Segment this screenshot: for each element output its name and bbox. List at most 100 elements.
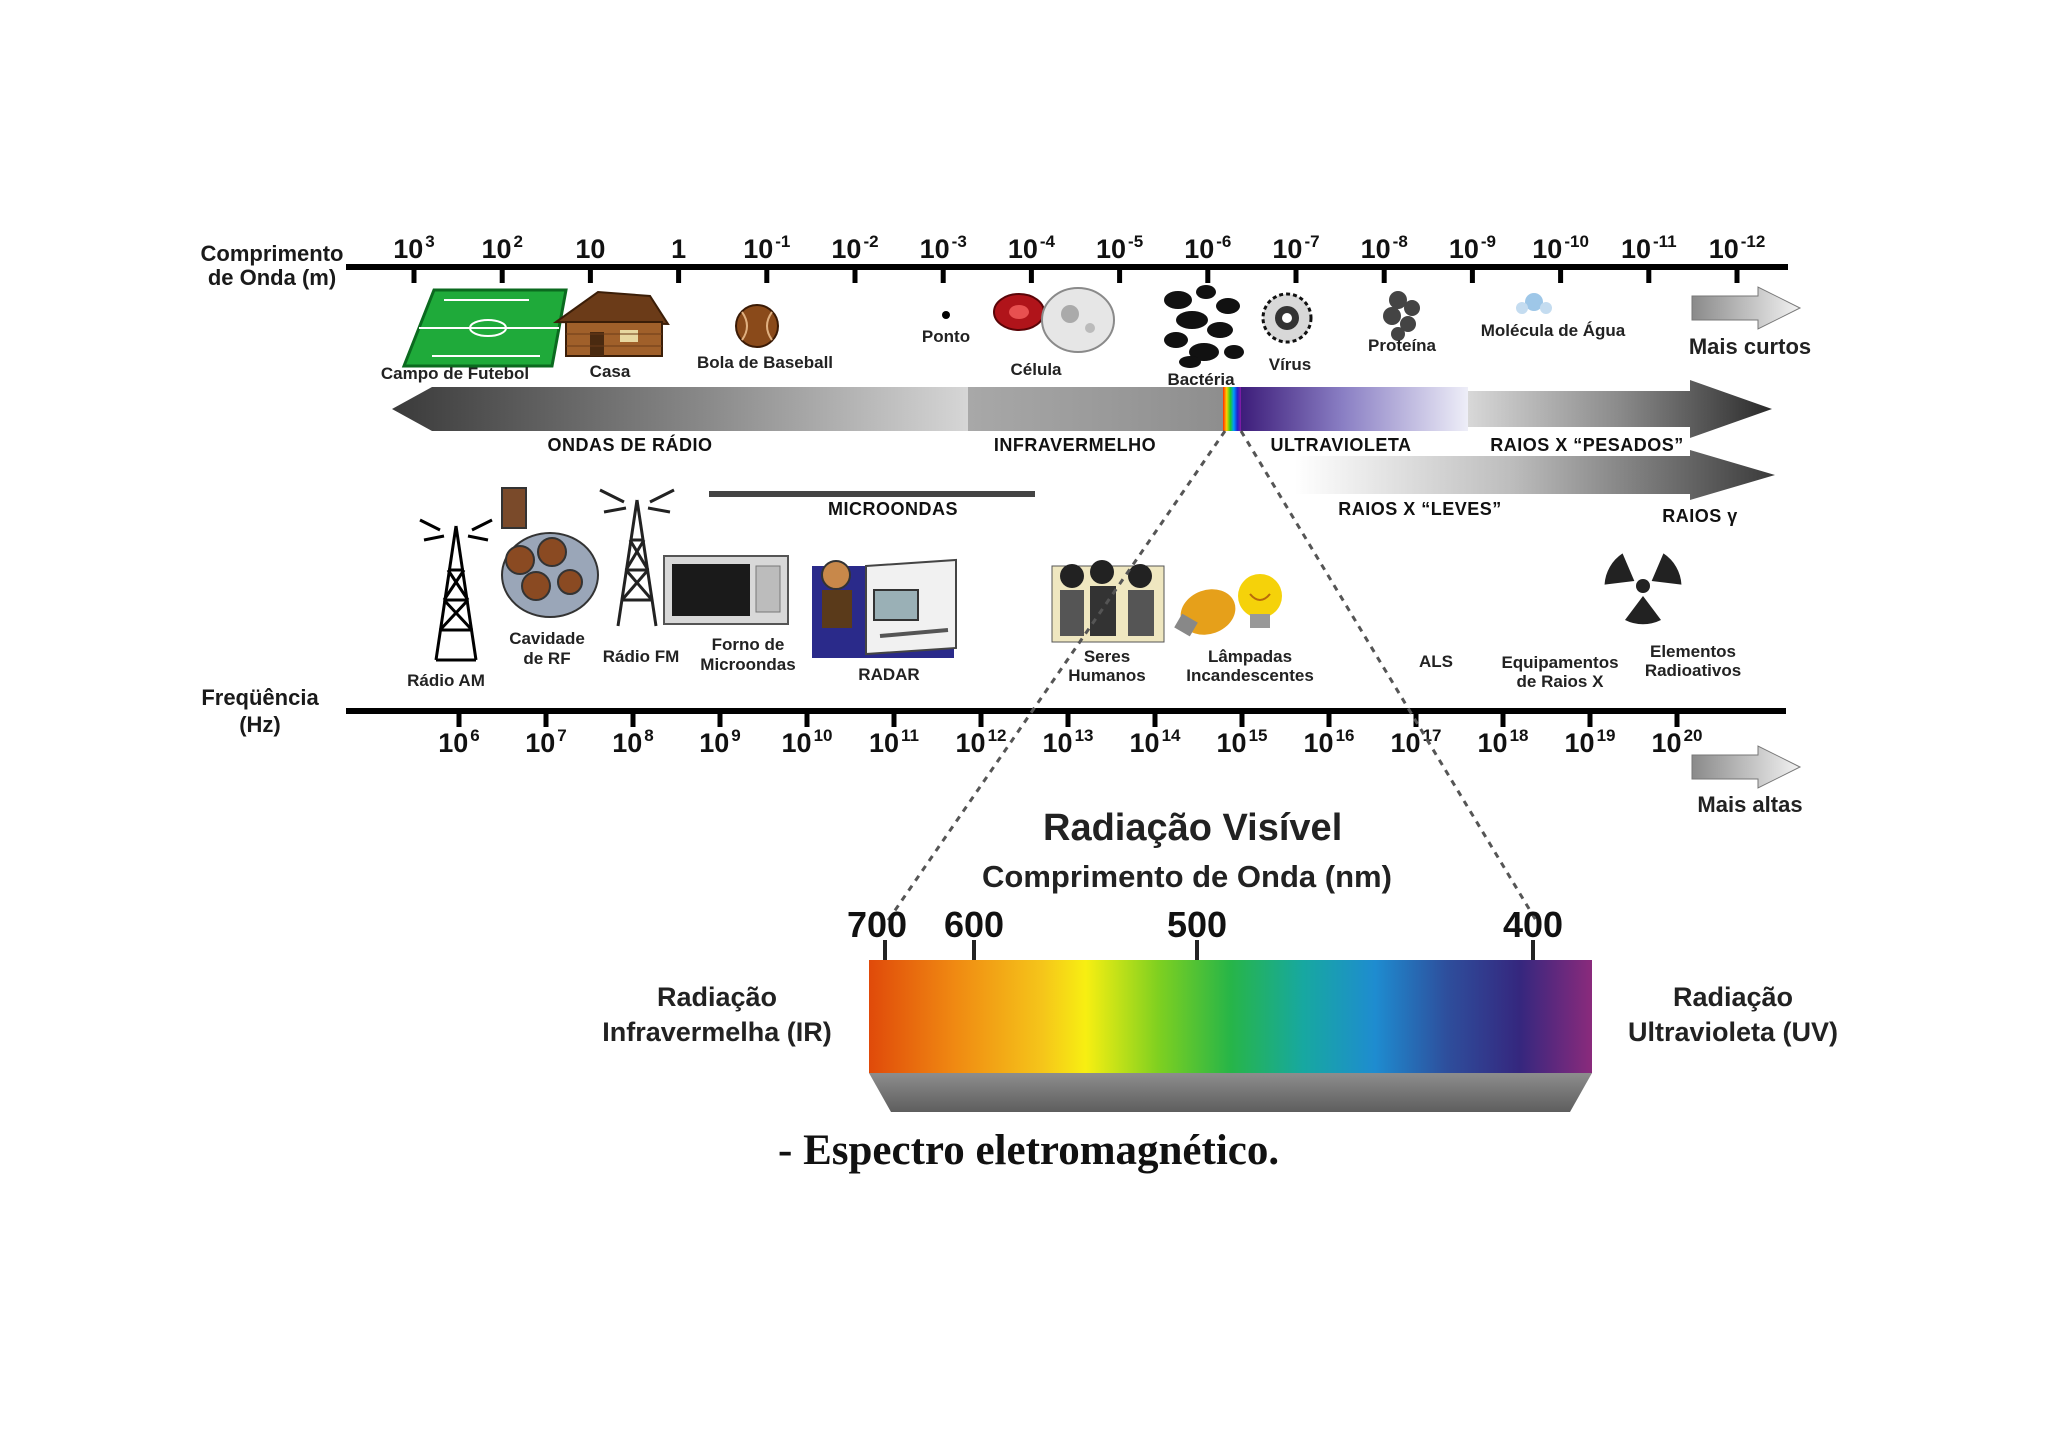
higher-arrow-label: Mais altas — [1697, 792, 1802, 817]
xray-equipment-label-2: de Raios X — [1517, 672, 1605, 691]
microwave-oven-icon — [663, 555, 789, 625]
wavelength-tick-label: 10-5 — [1096, 232, 1143, 264]
rf-cavity-label-1: Cavidade — [509, 629, 585, 648]
fm-tower-icon — [599, 488, 675, 627]
baseball-icon — [735, 304, 779, 348]
visible-subtitle: Comprimento de Onda (nm) — [982, 859, 1392, 894]
radio-band-label: ONDAS DE RÁDIO — [547, 434, 712, 455]
wavelength-tick-label: 10-7 — [1272, 232, 1319, 264]
gamma-band-label: RAIOS γ — [1662, 506, 1738, 526]
hard-xray-band-label: RAIOS X “PESADOS” — [1490, 435, 1684, 455]
bacteria-icon — [1164, 285, 1244, 368]
higher-arrow-icon — [1691, 745, 1802, 789]
wavelength-axis-unit: de Onda (m) — [208, 265, 336, 290]
radar-label: RADAR — [858, 665, 919, 684]
wavelength-tick-label: 10 — [575, 234, 605, 264]
soft-xray-band-label: RAIOS X “LEVES” — [1338, 499, 1502, 519]
soccer-field-label: Campo de Futebol — [381, 364, 529, 383]
soft-xray-band — [1295, 450, 1775, 500]
shorter-arrow: Mais curtos — [1689, 286, 1811, 359]
lamps-label-2: Incandescentes — [1186, 666, 1314, 685]
house-label: Casa — [590, 362, 631, 381]
radio-fm-label: Rádio FM — [603, 647, 680, 666]
protein-label: Proteína — [1368, 336, 1437, 355]
bacteria-label: Bactéria — [1167, 370, 1235, 389]
frequency-axis-title: Freqüência — [201, 685, 319, 710]
hard-xray-band — [1468, 380, 1772, 438]
radiation-icon — [1604, 553, 1682, 625]
water-molecule-label: Molécula de Água — [1481, 321, 1626, 340]
ir-label-1: Radiação — [657, 982, 777, 1012]
microwave-oven-label-2: Microondas — [700, 655, 795, 674]
visible-bar-shadow — [869, 1073, 1592, 1112]
sources: Rádio AM Cavidade de RF Rádio FM — [407, 487, 1741, 691]
light-bulb-icon — [1174, 574, 1282, 637]
dot-label: Ponto — [922, 327, 970, 346]
virus-label: Vírus — [1269, 355, 1312, 374]
dot-icon — [942, 311, 950, 319]
radioactive-label-1: Elementos — [1650, 642, 1736, 661]
visible-band — [1223, 387, 1241, 431]
wavelength-tick-label: 10-1 — [743, 232, 790, 264]
visible-tick-600: 600 — [944, 904, 1004, 945]
cell-label: Célula — [1010, 360, 1062, 379]
visible-gradient-bar — [869, 960, 1592, 1073]
people-icon — [1051, 560, 1165, 643]
virus-icon — [1261, 292, 1313, 344]
wavelength-axis-title: Comprimento — [201, 241, 344, 266]
wavelength-tick-label: 10-11 — [1621, 232, 1677, 264]
ultraviolet-band-label: ULTRAVIOLETA — [1271, 435, 1412, 455]
water-molecule-icon — [1516, 293, 1552, 314]
wavelength-tick-label: 10-10 — [1532, 232, 1589, 264]
higher-arrow: Mais altas — [1691, 745, 1803, 817]
uv-label-1: Radiação — [1673, 982, 1793, 1012]
microwave-oven-label-1: Forno de — [712, 635, 785, 654]
baseball-label: Bola de Baseball — [697, 353, 833, 372]
visible-tick-700: 700 — [847, 904, 907, 945]
humans-label-2: Humanos — [1068, 666, 1145, 685]
radio-band — [392, 387, 968, 431]
uv-label-2: Ultravioleta (UV) — [1628, 1017, 1838, 1047]
wavelength-tick-label: 10-12 — [1709, 232, 1766, 264]
wavelength-tick-label: 1 — [671, 234, 686, 264]
size-objects: Campo de Futebol Casa Bola de Baseball P… — [381, 285, 1626, 389]
wavelength-tick-label: 10-2 — [831, 232, 878, 264]
radio-tower-icon — [419, 518, 493, 662]
wavelength-tick-label: 10-3 — [920, 232, 967, 264]
als-label: ALS — [1419, 652, 1453, 671]
shorter-arrow-label: Mais curtos — [1689, 334, 1811, 359]
visible-spectrum: Radiação Visível Comprimento de Onda (nm… — [602, 807, 1838, 1112]
infrared-band-label: INFRAVERMELHO — [994, 435, 1156, 455]
xray-equipment-label-1: Equipamentos — [1501, 653, 1618, 672]
lamps-label-1: Lâmpadas — [1208, 647, 1292, 666]
zoom-line-left — [885, 430, 1227, 923]
wavelength-tick-label: 10-4 — [1008, 232, 1056, 264]
figure-caption: - Espectro eletromagnético. — [778, 1127, 1279, 1174]
wavelength-tick-label: 10-8 — [1361, 232, 1408, 264]
soccer-field-icon — [401, 288, 568, 368]
shorter-arrow-icon — [1691, 286, 1802, 330]
cell-icon — [993, 287, 1115, 353]
house-icon — [552, 290, 670, 357]
protein-icon — [1383, 291, 1420, 341]
spectrum-band-arrow — [392, 380, 1772, 438]
radioactive-label-2: Radioativos — [1645, 661, 1741, 680]
